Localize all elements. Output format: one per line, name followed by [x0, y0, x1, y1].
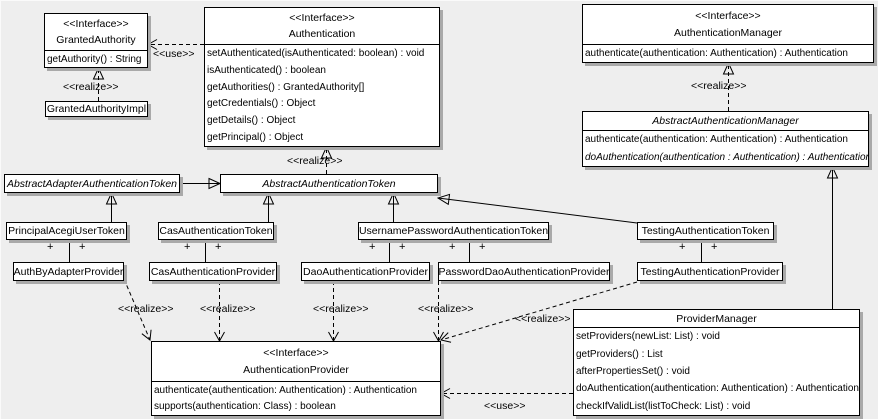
realize-edge-label: <<realize>>: [418, 303, 474, 315]
methods-compartment: authenticate(authentication: Authenticat…: [152, 381, 440, 415]
method-label: authenticate(authentication: Authenticat…: [585, 134, 848, 146]
class-name: AuthenticationManager: [674, 27, 782, 39]
method-label: getProviders() : List: [576, 348, 663, 360]
class-header: AbstractAuthenticationManager: [583, 112, 868, 130]
class-header: <<Interface>> Authentication: [205, 8, 439, 44]
association-end-plus: +: [47, 241, 54, 253]
class-box-granted-authority-impl: GrantedAuthorityImpl: [45, 101, 148, 117]
class-name: AbstractAuthenticationToken: [262, 177, 396, 190]
edge-realize-testingprovider: [441, 281, 638, 340]
class-name: AuthenticationProvider: [243, 364, 349, 376]
class-name: PasswordDaoAuthenticationProvider: [438, 265, 610, 278]
realize-edge-label: <<realize>>: [118, 303, 174, 315]
class-box-testing-authentication-provider: TestingAuthenticationProvider: [637, 262, 783, 281]
method-label: doAuthentication(authentication : Authen…: [585, 151, 868, 163]
class-box-password-dao-authentication-provider: PasswordDaoAuthenticationProvider: [438, 262, 610, 281]
class-name: AbstractAdapterAuthenticationToken: [6, 177, 178, 190]
association-end-plus: +: [215, 241, 222, 253]
class-name: PrincipalAcegiUserToken: [8, 225, 125, 237]
use-edge-label: <<use>>: [153, 48, 195, 60]
method-label: getPrincipal() : Object: [207, 132, 304, 144]
class-box-abstract-authentication-manager: AbstractAuthenticationManager authentica…: [582, 111, 869, 167]
class-box-authentication: <<Interface>> Authentication setAuthenti…: [204, 7, 440, 147]
methods-compartment: authenticate(authentication: Authenticat…: [583, 44, 873, 62]
class-box-abstract-authentication-token: AbstractAuthenticationToken: [220, 174, 438, 193]
class-box-username-password-authentication-token: UsernamePasswordAuthenticationToken: [358, 222, 549, 240]
method-label: authenticate(authentication: Authenticat…: [585, 48, 848, 59]
realize-edge-label: <<realize>>: [515, 313, 571, 325]
method-label: supports(authentication: Class) : boolea…: [154, 401, 336, 413]
association-end-plus: +: [479, 241, 486, 253]
class-name: CasAuthenticationProvider: [150, 265, 276, 278]
class-box-authentication-provider: <<Interface>> AuthenticationProvider aut…: [151, 341, 441, 416]
method-label: getDetails() : Object: [207, 115, 296, 127]
class-header: <<Interface>> GrantedAuthority: [45, 14, 147, 50]
methods-compartment: setProviders(newList: List) : void getPr…: [574, 327, 859, 415]
realize-edge-label: <<realize>>: [691, 80, 747, 92]
class-box-abstract-adapter-authentication-token: AbstractAdapterAuthenticationToken: [4, 174, 180, 193]
class-name: UsernamePasswordAuthenticationToken: [358, 225, 549, 237]
class-name: TestingAuthenticationToken: [641, 225, 770, 237]
realize-edge-label: <<realize>>: [287, 155, 343, 167]
class-box-cas-authentication-provider: CasAuthenticationProvider: [149, 262, 277, 281]
class-box-auth-by-adapter-provider: AuthByAdapterProvider: [13, 262, 124, 281]
methods-compartment: authenticate(authentication: Authenticat…: [583, 130, 868, 166]
class-header: <<Interface>> AuthenticationProvider: [152, 342, 440, 381]
stereotype-label: <<Interface>>: [289, 12, 355, 24]
methods-compartment: setAuthenticated(isAuthenticated: boolea…: [205, 44, 439, 146]
class-name: GrantedAuthority: [56, 34, 136, 46]
stereotype-label: <<Interface>>: [695, 10, 761, 22]
method-label: afterPropertiesSet() : void: [576, 366, 690, 378]
class-box-dao-authentication-provider: DaoAuthenticationProvider: [301, 262, 430, 281]
class-header: ProviderManager: [574, 310, 859, 327]
class-name: Authentication: [288, 28, 356, 40]
edge-generalization-testingtoken: [438, 198, 638, 224]
class-box-cas-authentication-token: CasAuthenticationToken: [158, 222, 274, 240]
class-name: DaoAuthenticationProvider: [303, 265, 428, 278]
class-box-provider-manager: ProviderManager setProviders(newList: Li…: [573, 309, 860, 416]
methods-compartment: getAuthority() : String: [45, 50, 147, 67]
association-end-plus: +: [679, 241, 686, 253]
class-box-granted-authority: <<Interface>> GrantedAuthority getAuthor…: [44, 13, 148, 68]
association-end-plus: +: [184, 241, 191, 253]
class-box-testing-authentication-token: TestingAuthenticationToken: [637, 222, 774, 240]
method-label: doAuthentication(authentication: Authent…: [576, 383, 859, 395]
class-name: CasAuthenticationToken: [159, 225, 273, 237]
method-label: isAuthenticated() : boolean: [207, 64, 326, 76]
stereotype-label: <<Interface>>: [263, 347, 329, 359]
class-name: TestingAuthenticationProvider: [640, 265, 780, 278]
class-box-principal-acegi-user-token: PrincipalAcegiUserToken: [6, 222, 127, 240]
association-end-plus: +: [449, 241, 456, 253]
method-label: getAuthority() : String: [47, 53, 142, 65]
class-name: GrantedAuthorityImpl: [46, 103, 147, 115]
method-label: getCredentials() : Object: [207, 98, 316, 110]
class-name: AuthByAdapterProvider: [13, 265, 124, 278]
realize-edge-label: <<realize>>: [200, 303, 256, 315]
stereotype-label: <<Interface>>: [63, 18, 129, 30]
class-name: ProviderManager: [676, 312, 757, 325]
class-header: <<Interface>> AuthenticationManager: [583, 5, 873, 44]
class-box-authentication-manager: <<Interface>> AuthenticationManager auth…: [582, 4, 874, 63]
use-edge-label: <<use>>: [484, 400, 526, 412]
method-label: setProviders(newList: List) : void: [576, 331, 720, 343]
realize-edge-label: <<realize>>: [313, 303, 369, 315]
method-label: checkIfValidList(listToCheck: List) : vo…: [576, 400, 751, 412]
association-end-plus: +: [79, 241, 86, 253]
method-label: getAuthorities() : GrantedAuthority[]: [207, 81, 365, 93]
association-end-plus: +: [399, 241, 406, 253]
class-name: AbstractAuthenticationManager: [652, 115, 799, 127]
method-label: setAuthenticated(isAuthenticated: boolea…: [207, 47, 425, 59]
realize-edge-label: <<realize>>: [63, 81, 119, 93]
association-end-plus: +: [369, 241, 376, 253]
method-label: authenticate(authentication: Authenticat…: [154, 384, 417, 396]
association-end-plus: +: [711, 241, 718, 253]
